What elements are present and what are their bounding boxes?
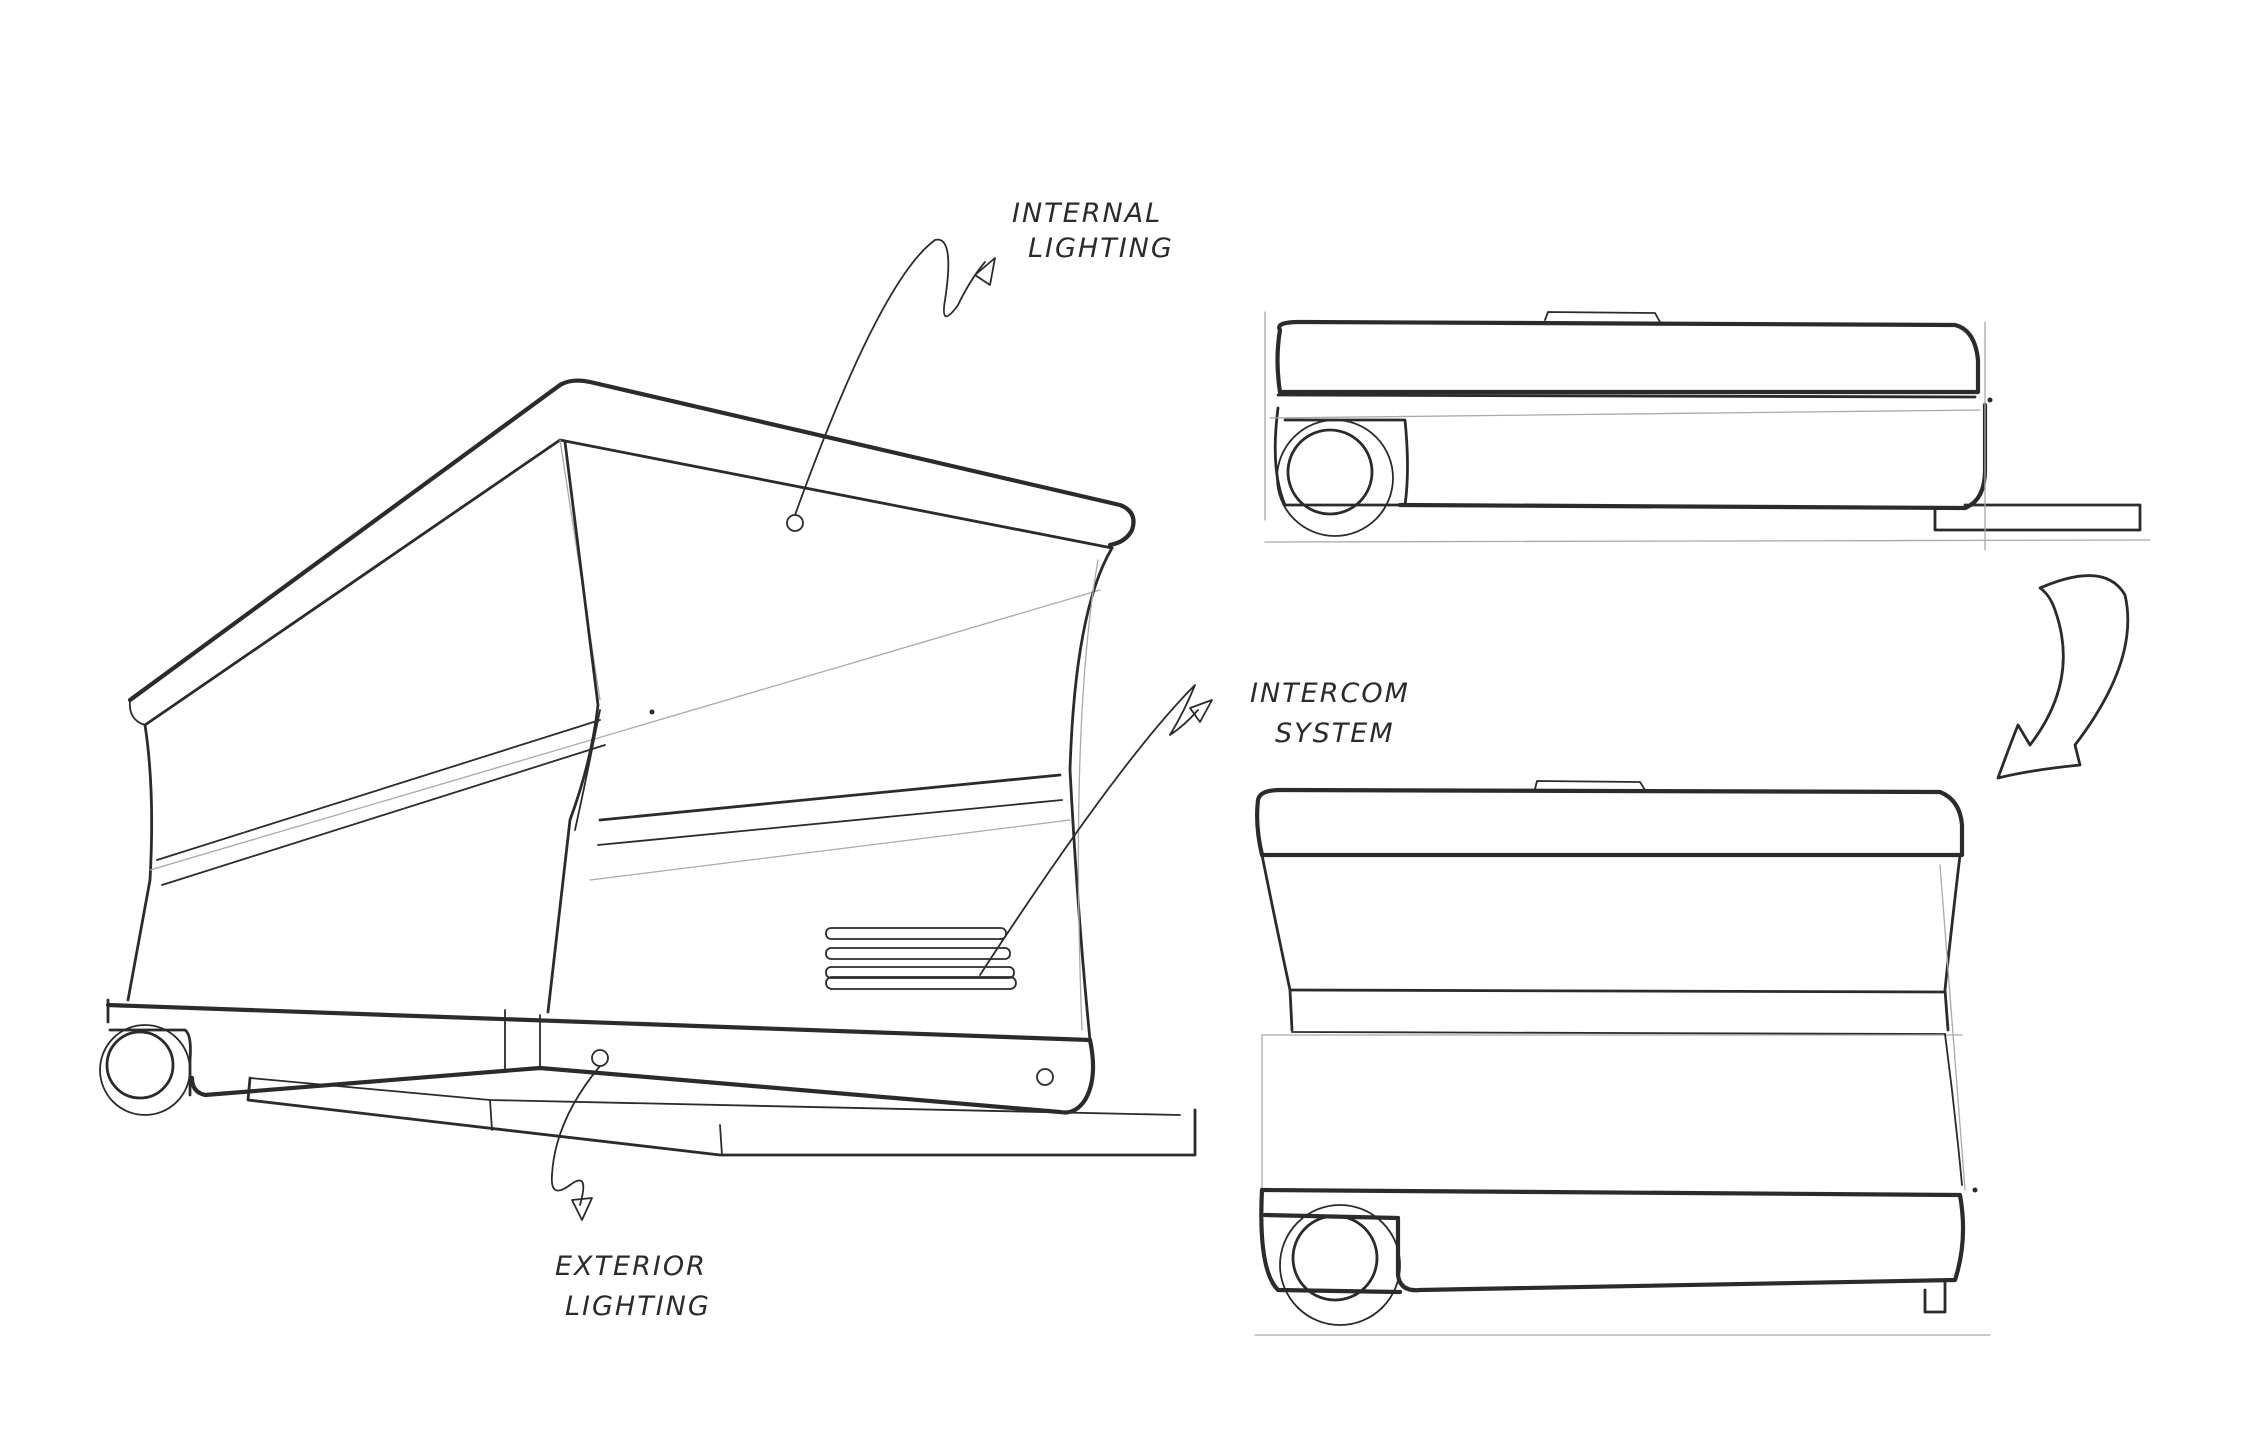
callout-internal-lighting: INTERNAL LIGHTING: [794, 198, 1174, 516]
callout-exterior-lighting: EXTERIOR LIGHTING: [550, 1065, 711, 1322]
wheel-closed: [1276, 419, 1394, 537]
side-view-open: [1254, 780, 1991, 1336]
exterior-lighting-line1: EXTERIOR: [555, 1251, 707, 1282]
internal-lighting-line2: LIGHTING: [1028, 233, 1174, 264]
callout-intercom-system: INTERCOM SYSTEM: [979, 678, 1410, 976]
perspective-view: [99, 378, 1197, 1157]
wheel-open: [1279, 1204, 1401, 1326]
intercom-vents: [825, 927, 1017, 990]
wheel-perspective: [99, 1024, 192, 1116]
internal-lighting-line1: INTERNAL: [1012, 198, 1162, 229]
intercom-system-line1: INTERCOM: [1250, 678, 1410, 709]
curved-arrow-icon: [1996, 574, 2130, 780]
intercom-system-line2: SYSTEM: [1275, 718, 1395, 749]
exterior-lighting-line2: LIGHTING: [565, 1291, 711, 1322]
side-view-closed: [1264, 311, 2151, 551]
